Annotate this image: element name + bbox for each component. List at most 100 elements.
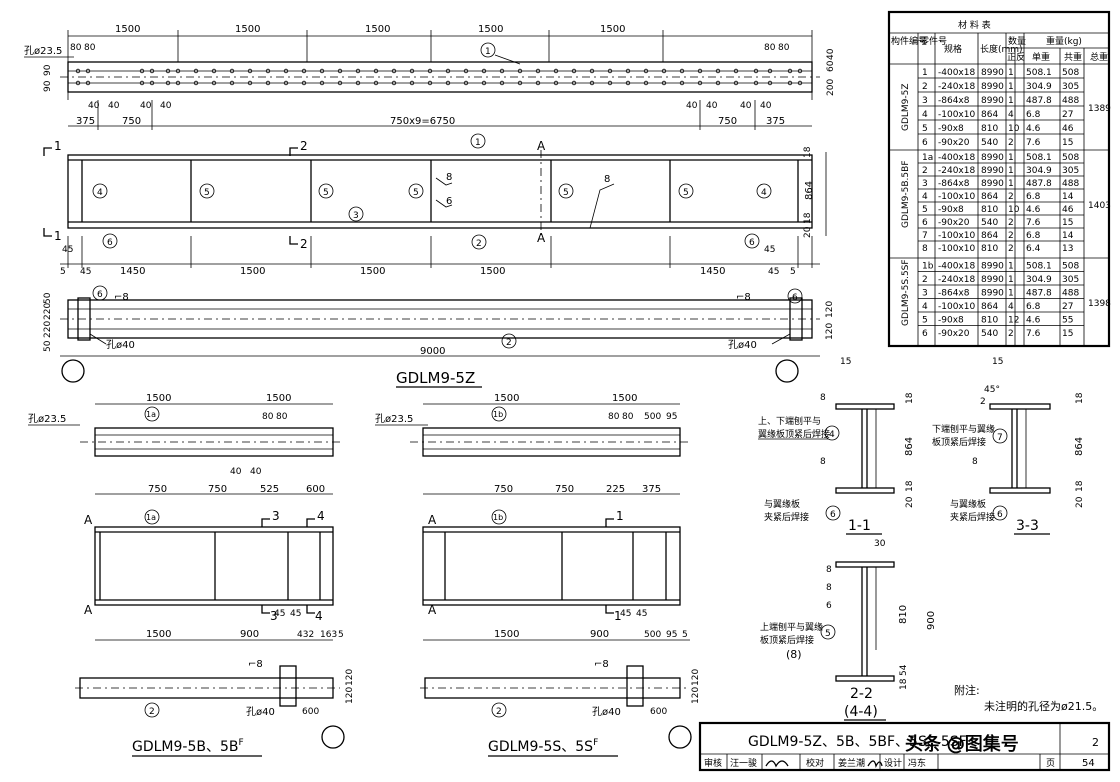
hole	[607, 68, 613, 74]
s-dim-1500-b: 1500	[612, 393, 637, 404]
s22-w8a: 8	[826, 565, 832, 575]
tb-role3: 设计	[884, 757, 902, 769]
b-A-bot: A	[84, 603, 93, 617]
dim-40-c: 40	[140, 101, 152, 111]
weld-8-b: 8	[604, 174, 610, 185]
title-block: GDLM9-5Z、5B、5BF、5S、5SF 2 审核 汪一骏 校对 姜兰潮 设…	[698, 721, 1111, 772]
dim-1500-e2: 1500	[360, 266, 385, 277]
s11-note-top2: 翼缘板顶紧后焊接	[758, 428, 830, 440]
table-cell: -400x18	[938, 153, 975, 163]
hole	[571, 80, 577, 86]
angle-8-b: ⌐8	[736, 292, 751, 303]
dim-5-a: 5	[60, 267, 66, 277]
s33-mark-7: 7	[997, 433, 1003, 443]
b-elev-900: 900	[240, 629, 259, 640]
hole	[355, 80, 361, 86]
part-mark: 4	[761, 188, 767, 198]
tb-role1: 审核	[704, 757, 722, 769]
hole	[165, 80, 171, 86]
table-cell: 15	[1062, 138, 1073, 148]
b-title: GDLM9-5B、5BF	[132, 738, 244, 755]
b-plan-120-b: 120	[345, 687, 355, 704]
watermark: 头条 @图集号	[905, 734, 1019, 755]
hole	[643, 68, 649, 74]
hole	[697, 68, 703, 74]
dim-1450-a: 1450	[120, 266, 145, 277]
table-cell: 1	[922, 68, 928, 78]
b-dim-750-a: 750	[148, 484, 167, 495]
material-table: 材 料 表 构件编号 零件号 规格 长度(mm) 数量 正 反 重量(kg) 单…	[887, 10, 1111, 348]
sec-mark-A-top: A	[537, 139, 546, 153]
hole	[679, 68, 685, 74]
table-cell: 540	[981, 218, 998, 228]
part-mark: 5	[563, 188, 569, 198]
s-A-top: A	[428, 513, 437, 527]
table-cell: -864x8	[938, 96, 970, 106]
b-sec-4-bot: 4	[315, 609, 323, 623]
s33-d20: 20	[1075, 496, 1085, 508]
b-mark-1a-elev: 1a	[146, 513, 156, 522]
part-mark-circle	[318, 183, 334, 199]
table-cell: 7	[922, 231, 928, 241]
table-cell: -240x18	[938, 166, 975, 176]
plan-dim-50-b: 50	[43, 340, 53, 352]
table-total: 1389	[1088, 104, 1111, 114]
s33-d18-bot: 18	[1075, 480, 1085, 492]
table-cell: 8990	[981, 289, 1004, 299]
s22-mark-5: 5	[825, 629, 831, 639]
b-dim-80-a: 80	[262, 412, 274, 422]
table-cell: 2	[1008, 231, 1014, 241]
s33-d864: 864	[1074, 437, 1085, 456]
plan-length: 9000	[420, 346, 445, 357]
s11-w15: 15	[840, 357, 851, 367]
hole	[481, 80, 487, 86]
s22-w6: 6	[826, 601, 832, 611]
table-cell: 1	[1008, 262, 1014, 272]
hole	[193, 80, 199, 86]
hole	[767, 68, 773, 74]
s-dim-225: 225	[606, 484, 625, 495]
table-cell: 4	[1008, 110, 1014, 120]
table-cell: 1	[1008, 153, 1014, 163]
table-cell: 1	[1008, 179, 1014, 189]
table-cell: -240x18	[938, 82, 975, 92]
b-plan-600: 600	[302, 707, 319, 717]
b-elev-45-b: 45	[290, 609, 301, 619]
mark-1-elev: 1	[475, 138, 481, 148]
hole	[427, 80, 433, 86]
hole	[139, 68, 145, 74]
hole	[589, 68, 595, 74]
table-cell: 6.4	[1026, 244, 1041, 254]
b-sec-3-top: 3	[272, 509, 280, 523]
table-cell: 5	[922, 205, 928, 215]
s11-d18-top: 18	[905, 392, 915, 404]
dim-750-a: 750	[122, 116, 141, 127]
tb-figno: 2	[1092, 736, 1099, 749]
hole	[139, 80, 145, 86]
table-cell: 508.1	[1026, 153, 1052, 163]
s-hole-label: 孔ø23.5	[375, 413, 413, 425]
table-cell: 864	[981, 302, 998, 312]
table-cell: 1a	[922, 153, 933, 163]
dim-80-b: 80	[84, 43, 96, 53]
table-cell: 6	[922, 138, 928, 148]
table-cell: -100x10	[938, 302, 975, 312]
th-w-sum: 总重	[1090, 51, 1108, 63]
s-sec-1-bot: 1	[614, 609, 622, 623]
th-member: 构件编号	[891, 35, 927, 47]
part-mark-circle	[558, 183, 574, 199]
table-cell: 6.8	[1026, 302, 1041, 312]
table-cell: 6.8	[1026, 231, 1041, 241]
s-elev-5: 5	[682, 630, 688, 640]
table-cell: 540	[981, 329, 998, 339]
s-A-bot: A	[428, 603, 437, 617]
dim-864: 864	[804, 181, 815, 200]
s11-mark-4: 4	[829, 430, 835, 440]
table-cell: 46	[1062, 124, 1074, 134]
b-dim-1500-a: 1500	[146, 393, 171, 404]
table-cell: 304.9	[1026, 166, 1052, 176]
table-cell: 810	[981, 316, 998, 326]
table-cell: 305	[1062, 82, 1079, 92]
part-mark: 6	[749, 238, 755, 248]
table-cell: 8990	[981, 166, 1004, 176]
